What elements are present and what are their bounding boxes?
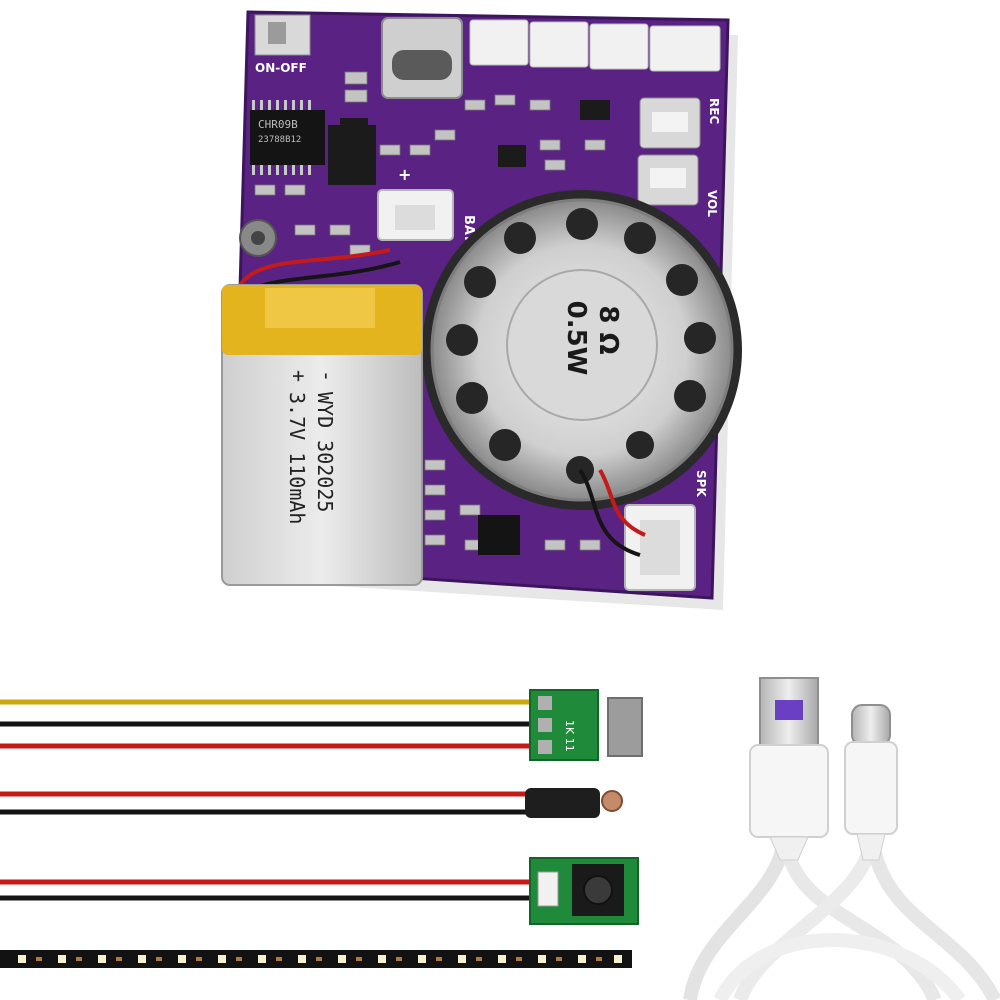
battery-spec: 3.7V 110mAh bbox=[285, 392, 309, 524]
push-button bbox=[583, 875, 613, 905]
magnet bbox=[607, 697, 643, 757]
speaker-connector: SPK bbox=[624, 470, 708, 591]
usb-cable bbox=[683, 677, 1000, 1000]
speaker-power: 0.5W bbox=[561, 301, 591, 376]
main-ic-line1: CHR09B bbox=[258, 118, 298, 131]
battery-plus: + bbox=[287, 370, 311, 382]
speaker-wire-red bbox=[598, 468, 646, 537]
rec-button: REC bbox=[639, 97, 721, 149]
spk-label: SPK bbox=[694, 470, 708, 497]
main-ic-line2: 23788B12 bbox=[258, 135, 301, 145]
battery-model: WYD 302025 bbox=[313, 392, 337, 512]
sensor-board-label: 1K 11 bbox=[563, 720, 576, 752]
photoresistor bbox=[601, 790, 623, 812]
power-switch-label: ON-OFF bbox=[255, 61, 307, 75]
speaker-wire-black bbox=[578, 468, 641, 557]
rec-label: REC bbox=[707, 98, 721, 124]
battery-connector: BAT bbox=[377, 189, 476, 243]
top-connectors bbox=[469, 19, 721, 72]
sensor-board: 1K 11 bbox=[529, 689, 599, 761]
vol-label: VOL bbox=[705, 190, 719, 217]
speaker-impedance: 8 Ω bbox=[593, 305, 623, 354]
usb-c-connector bbox=[844, 704, 898, 861]
main-ic: CHR09B 23788B12 bbox=[250, 100, 325, 175]
vol-button: VOL bbox=[637, 154, 719, 217]
board-plus-sign: + bbox=[398, 165, 411, 184]
battery-minus: - bbox=[315, 370, 339, 382]
led-strip bbox=[0, 950, 632, 968]
power-switch: ON-OFF bbox=[254, 14, 311, 75]
button-board bbox=[529, 857, 639, 925]
smd-components bbox=[254, 71, 606, 551]
battery: - + WYD 302025 3.7V 110mAh bbox=[221, 284, 423, 586]
speaker: 8 Ω 0.5W bbox=[422, 190, 742, 510]
heat-shrink bbox=[525, 788, 600, 818]
usb-a-connector bbox=[749, 677, 829, 861]
